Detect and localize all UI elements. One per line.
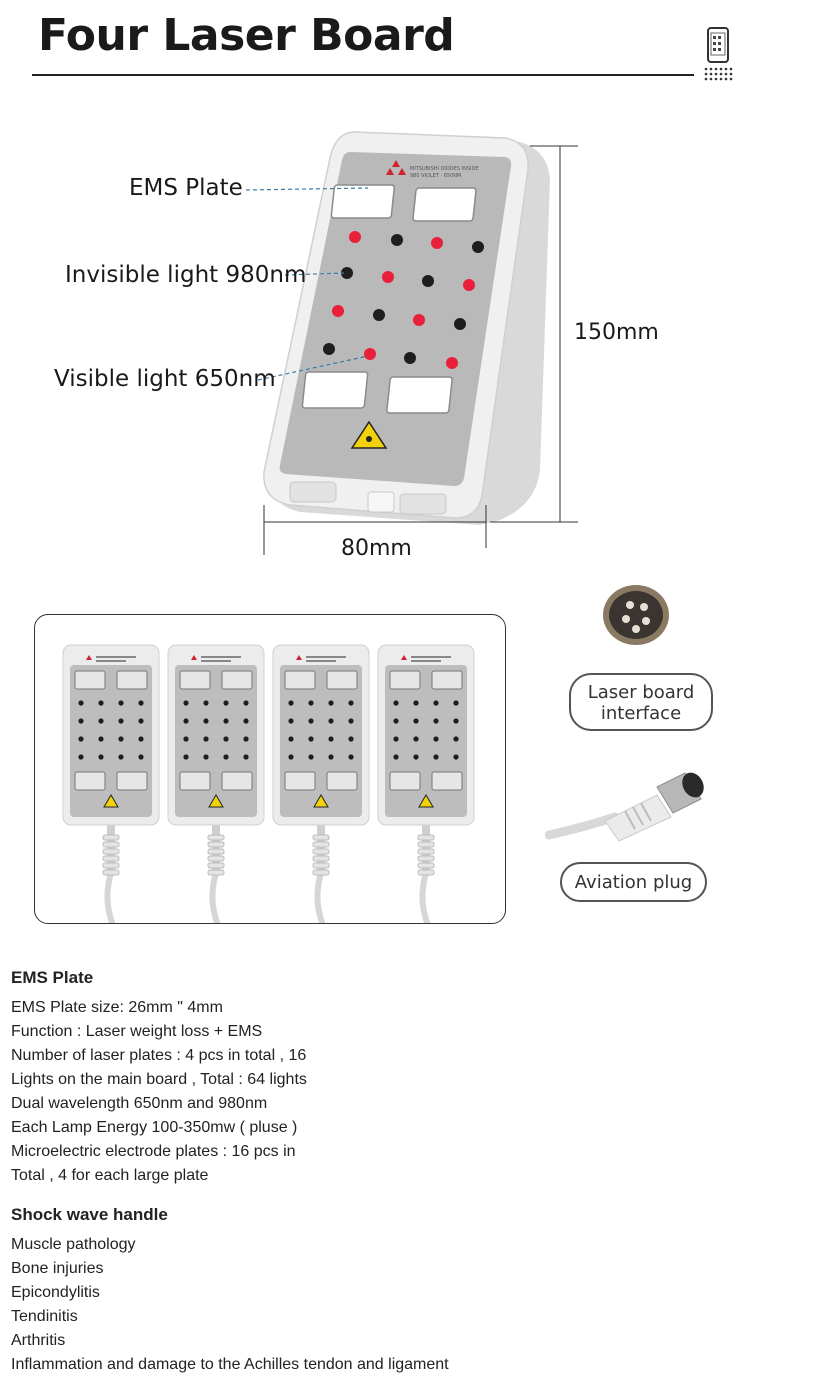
laser-board-1 [62,644,160,923]
page-title: Four Laser Board [38,10,455,61]
laser-board-illustration: MITSUBISHI DIODES INSIDE 980 VIOLET · 65… [245,131,578,555]
callout-visible-light: Visible light 650nm [54,366,276,392]
ems-spec-line: Number of laser plates : 4 pcs in total … [11,1047,307,1064]
four-boards-frame [34,614,506,924]
ems-plate-section: EMS Plate EMS Plate size: 26mm " 4mm Fun… [11,966,307,1188]
shock-section-heading: Shock wave handle [11,1205,168,1224]
svg-text:980 VIOLET · 650NM: 980 VIOLET · 650NM [410,173,461,179]
ems-spec-line: Dual wavelength 650nm and 980nm [11,1095,268,1112]
shock-list-item: Inflammation and damage to the Achilles … [11,1356,449,1373]
ems-spec-line: Total , 4 for each large plate [11,1167,209,1184]
laser-board-interface-label: Laser board interface [569,673,713,731]
aviation-plug-icon [545,772,704,842]
ems-spec-line: Lights on the main board , Total : 64 li… [11,1071,307,1088]
title-underline [32,74,694,76]
laser-board-4 [377,644,475,923]
svg-text:MITSUBISHI DIODES INSIDE: MITSUBISHI DIODES INSIDE [410,166,478,172]
shock-list-item: Muscle pathology [11,1236,136,1253]
shock-list-item: Bone injuries [11,1260,104,1277]
ems-spec-line: Function : Laser weight loss + EMS [11,1023,263,1040]
laser-board-interface-icon [603,585,669,645]
shock-list-item: Arthritis [11,1332,66,1349]
callout-ems-plate: EMS Plate [129,175,243,201]
ems-spec-line: Microelectric electrode plates : 16 pcs … [11,1143,296,1160]
laser-board-2 [167,644,265,923]
dimension-width: 80mm [341,536,412,561]
callout-invisible-light: Invisible light 980nm [65,262,307,288]
ems-spec-line: Each Lamp Energy 100-350mw ( pluse ) [11,1119,298,1136]
ems-spec-line: EMS Plate size: 26mm " 4mm [11,999,223,1016]
ems-section-heading: EMS Plate [11,968,94,987]
dimension-height: 150mm [574,320,659,345]
aviation-plug-label: Aviation plug [560,862,707,902]
laser-board-3 [272,644,370,923]
mobile-qr-icon [704,27,733,81]
four-boards-illustration [62,644,475,923]
shock-wave-section: Shock wave handle Muscle pathology Bone … [11,1203,449,1377]
shock-list-item: Epicondylitis [11,1284,100,1301]
shock-list-item: Tendinitis [11,1308,78,1325]
